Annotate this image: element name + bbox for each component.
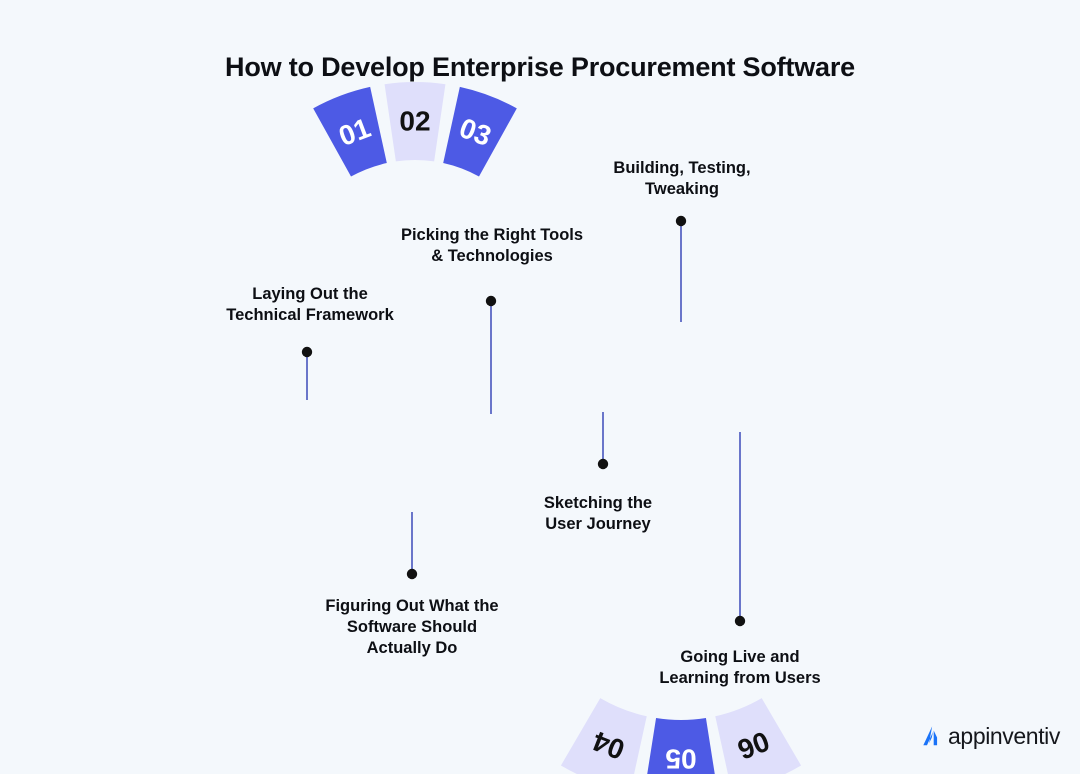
connector-dot-05 <box>675 215 687 227</box>
connector-dot-group <box>301 215 746 627</box>
segment-group <box>313 82 802 774</box>
process-segment-05[interactable] <box>644 718 718 774</box>
segment-number-02: 02 <box>399 106 430 137</box>
step-label-03: Picking the Right Tools & Technologies <box>400 226 584 266</box>
brand-logo: appinventiv <box>920 716 1060 756</box>
process-segment-01[interactable] <box>313 86 387 177</box>
step-label-01: Laying Out the Technical Framework <box>226 285 394 325</box>
connector-dot-03 <box>485 295 497 307</box>
connector-dot-01 <box>301 346 313 358</box>
process-segment-04[interactable] <box>560 698 647 774</box>
segment-number-05: 05 <box>665 744 696 774</box>
step-label-04: Sketching the User Journey <box>543 494 653 534</box>
process-segment-03[interactable] <box>443 86 517 177</box>
step-label-02: Figuring Out What the Software Should Ac… <box>325 597 499 658</box>
connector-dot-06 <box>734 615 746 627</box>
connector-dot-02 <box>406 568 418 580</box>
process-segment-06[interactable] <box>715 698 802 774</box>
connector-dot-04 <box>597 458 609 470</box>
a-mark-icon <box>923 726 938 746</box>
process-segment-02[interactable] <box>384 82 446 162</box>
connector-group <box>306 221 741 621</box>
step-label-06: Going Live and Learning from Users <box>659 648 821 688</box>
page-title: How to Develop Enterprise Procurement So… <box>225 52 855 82</box>
logo-text: appinventiv <box>948 722 1060 749</box>
step-label-05: Building, Testing, Tweaking <box>613 159 751 199</box>
